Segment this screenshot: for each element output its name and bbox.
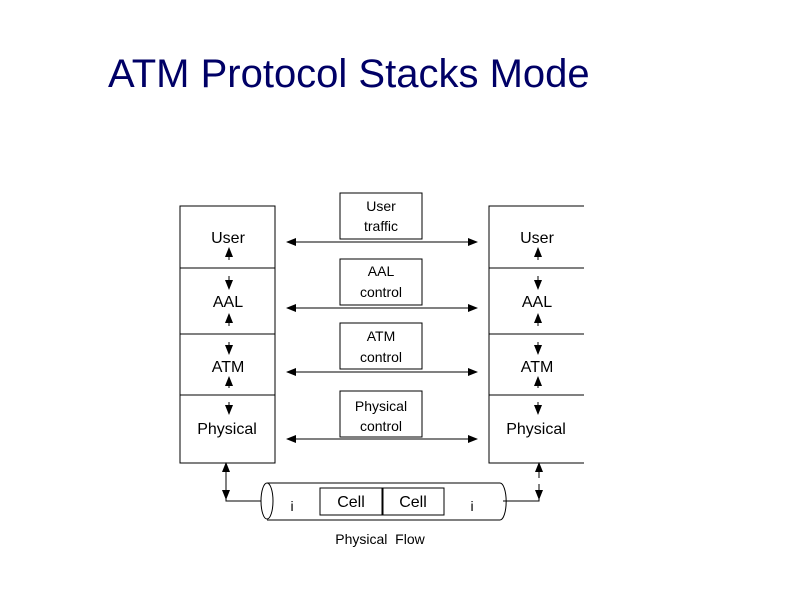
control-box-label: control (360, 418, 402, 434)
right-interlayer-arrows (534, 247, 543, 500)
physical-flow-label: Physical Flow (335, 531, 425, 547)
control-box-user-traffic (339, 192, 423, 240)
cell-label: Cell (399, 494, 427, 511)
pipe-right-mark: i (470, 498, 473, 514)
left-layer-aal: AAL (213, 294, 243, 311)
slide-title: ATM Protocol Stacks Mode (108, 52, 590, 96)
control-box-label: traffic (364, 218, 398, 234)
cell-label: Cell (337, 494, 365, 511)
pipe-left-mark: i (290, 498, 293, 514)
left-layer-atm: ATM (212, 359, 245, 376)
control-box-aal-control (339, 258, 423, 306)
right-pipe-connector (503, 499, 540, 502)
left-pipe-connector (225, 463, 262, 502)
right-layer-user: User (520, 230, 554, 247)
right-layer-atm: ATM (521, 359, 554, 376)
physical-pipe: i i Cell Cell Physical Flow (260, 482, 507, 547)
control-box-physical-control (339, 390, 423, 438)
control-box-label: User (366, 198, 396, 214)
right-layer-aal: AAL (522, 294, 552, 311)
control-boxes: User traffic AAL control ATM control Phy… (339, 192, 423, 438)
right-layer-physical: Physical (506, 421, 566, 438)
left-layer-user: User (211, 230, 245, 247)
peer-arrows (286, 238, 478, 443)
control-box-label: Physical (355, 398, 407, 414)
control-box-label: ATM (367, 328, 396, 344)
control-box-atm-control (339, 322, 423, 370)
control-box-label: AAL (368, 263, 395, 279)
control-box-label: control (360, 284, 402, 300)
pipe-right-end (499, 482, 507, 521)
cell-box (319, 487, 383, 516)
left-protocol-stack: User AAL ATM Physical (179, 205, 276, 502)
pipe-left-end (260, 482, 274, 520)
cell-box (382, 487, 445, 516)
left-layer-physical: Physical (197, 421, 257, 438)
control-box-label: control (360, 349, 402, 365)
right-protocol-stack: User AAL ATM Physical (488, 205, 584, 502)
